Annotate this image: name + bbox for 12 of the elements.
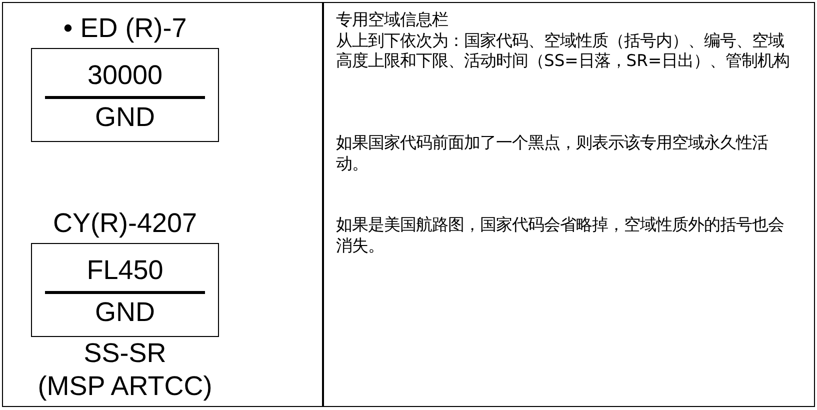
airspace-designator: CY(R)-4207 <box>52 207 198 239</box>
upper-limit: FL450 <box>86 255 164 285</box>
description-text: 从上到下依次为：国家代码、空域性质（括号内）、编号、空域高度上限和下限、活动时间（SS=日落，SR=日出）、管制机构 <box>336 30 791 72</box>
airspace-designator: • ED (R)-7 <box>62 12 188 44</box>
description-text: 专用空域信息栏 <box>336 10 449 30</box>
description-text: 如果国家代码前面加了一个黑点，则表示该专用空域永久性活动。 <box>336 133 769 174</box>
upper-limit: 30000 <box>86 60 164 90</box>
note-text: SS-SR <box>82 337 168 370</box>
lower-limit: GND <box>94 297 156 327</box>
note-text: (MSP ARTCC) <box>36 370 214 403</box>
description-text: 如果是美国航路图，国家代码会省略掉，空域性质外的括号也会消失。 <box>336 215 785 256</box>
lower-limit: GND <box>94 102 156 132</box>
